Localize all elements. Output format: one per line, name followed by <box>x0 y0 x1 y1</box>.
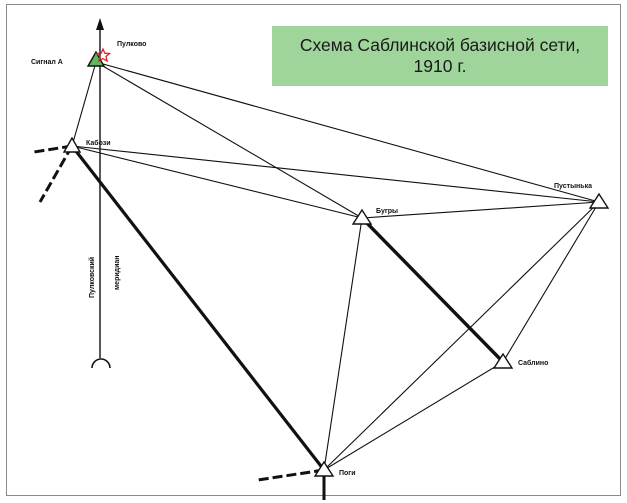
stub-kabozi-southwest <box>38 145 74 203</box>
meridian-north-arrow-icon <box>96 18 104 30</box>
label-pustynka: Пустынька <box>554 183 592 190</box>
line-sablino-pogi <box>323 361 504 471</box>
title-line1: Схема Саблинской базисной сети, <box>299 35 581 55</box>
label-sablino: Саблино <box>518 359 548 367</box>
bugry-triangle-icon <box>351 208 373 225</box>
diagram-frame <box>6 4 621 496</box>
label-signal-a: Сигнал А <box>31 59 63 66</box>
label-pulkovo: Пулково <box>117 41 146 48</box>
network-thick-lines <box>70 145 505 471</box>
sablino-triangle-icon <box>492 352 514 369</box>
pulkovo-meridian <box>91 18 111 369</box>
station-markers <box>62 50 610 477</box>
line-kabozi-pustynka <box>71 145 600 203</box>
label-kabozi: Кабози <box>86 139 111 147</box>
kabozi-triangle-icon <box>62 136 82 153</box>
pustynka-triangle-icon <box>588 192 610 209</box>
meridian-end-arc-icon <box>91 358 111 369</box>
line-bugry-pustynka <box>361 201 600 219</box>
line-pustynka-pogi <box>323 201 600 471</box>
line-bugry-sablino-base <box>360 216 505 364</box>
pulkovo-star-icon <box>94 47 112 63</box>
line-bugry-pogi <box>323 217 363 471</box>
line-signal-a-pustynka <box>95 61 600 203</box>
stub-kabozi-west <box>33 144 73 154</box>
title-line2: 1910 г. <box>413 56 467 76</box>
label-meridian-line2: меридиан <box>114 255 121 290</box>
line-pustynka-sablino <box>502 201 600 363</box>
line-kabozi-bugry <box>71 145 363 219</box>
label-bugry: Бугры <box>376 208 398 215</box>
line-signal-a-bugry <box>95 61 363 219</box>
line-signal-a-kabozi <box>71 61 97 147</box>
label-meridian-line1: Пулковский <box>88 257 96 298</box>
label-pogi: Поги <box>339 470 356 477</box>
pogi-triangle-icon <box>313 460 335 477</box>
stub-pogi-west <box>257 468 325 482</box>
line-kabozi-pogi <box>70 145 326 471</box>
network-stubs <box>33 144 325 482</box>
network-thin-lines <box>71 61 600 471</box>
title-box: Схема Саблинской базисной сети, 1910 г. <box>272 26 608 86</box>
